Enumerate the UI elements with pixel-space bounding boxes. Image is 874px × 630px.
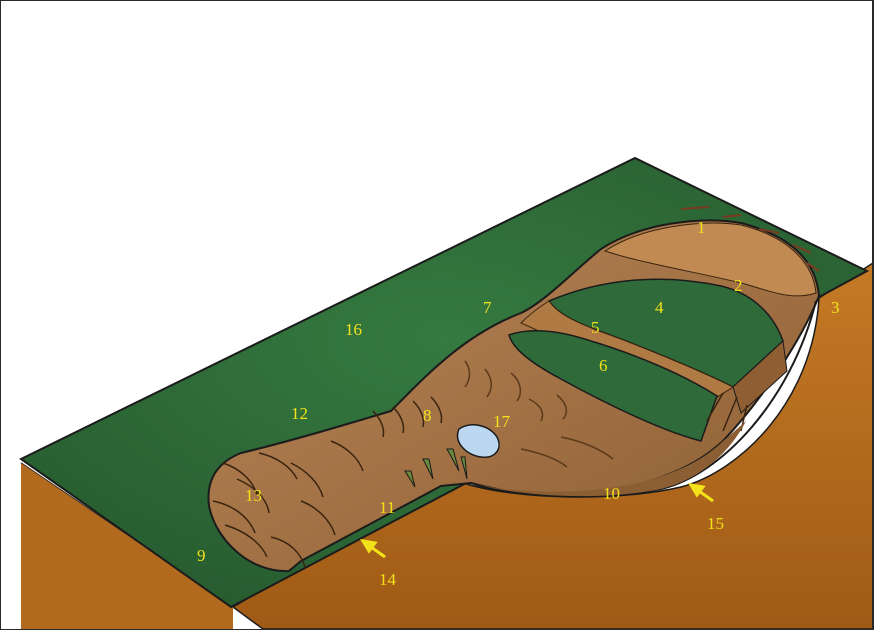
label-12: 12 xyxy=(291,404,308,423)
label-1: 1 xyxy=(697,218,706,237)
label-11: 11 xyxy=(379,498,395,517)
label-3: 3 xyxy=(831,298,840,317)
label-15: 15 xyxy=(707,514,724,533)
label-9: 9 xyxy=(197,546,206,565)
label-6: 6 xyxy=(599,356,608,375)
label-17: 17 xyxy=(493,412,511,431)
label-7: 7 xyxy=(483,298,492,317)
label-16: 16 xyxy=(345,320,362,339)
label-8: 8 xyxy=(423,406,432,425)
label-10: 10 xyxy=(603,484,620,503)
label-2: 2 xyxy=(734,276,743,295)
label-13: 13 xyxy=(245,486,262,505)
label-5: 5 xyxy=(591,318,600,337)
label-14: 14 xyxy=(379,570,397,589)
label-4: 4 xyxy=(655,298,664,317)
